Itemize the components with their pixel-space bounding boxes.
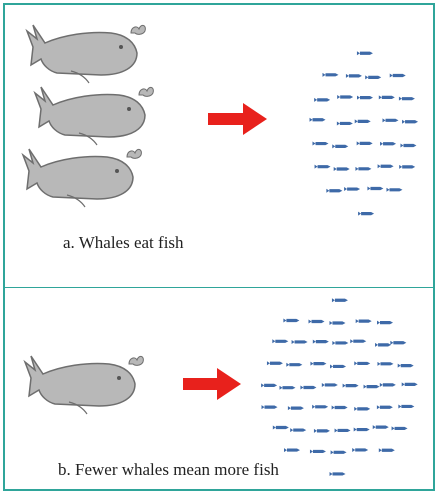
fish-icon (354, 361, 370, 365)
fish-icon (313, 142, 329, 146)
fish-icon (322, 383, 338, 387)
fish-icon (357, 141, 373, 145)
fish-icon (382, 118, 398, 122)
fish-icon (290, 428, 306, 432)
fish-icon (358, 212, 374, 216)
fish-school (261, 298, 418, 476)
fish-icon (313, 340, 329, 344)
fish-icon (377, 405, 393, 409)
fish-icon (267, 361, 283, 365)
fish-icon (355, 167, 371, 171)
fish-icon (329, 321, 345, 325)
fish-icon (379, 448, 395, 452)
fish-icon (331, 450, 347, 454)
fish-icon (310, 362, 326, 366)
fish-icon (261, 383, 277, 387)
fish-icon (399, 165, 415, 169)
fish-icon (354, 407, 370, 411)
fish-icon (334, 167, 350, 171)
fish-icon (314, 429, 330, 433)
fish-icon (332, 298, 348, 302)
caption-a: a. Whales eat fish (63, 233, 184, 253)
fish-icon (286, 363, 302, 367)
fish-icon (343, 384, 359, 388)
fish-icon (402, 382, 418, 386)
fish-icon (315, 165, 331, 169)
fish-icon (380, 383, 396, 387)
fish-icon (400, 144, 416, 148)
whale-icon (23, 149, 141, 207)
whale-icon (27, 25, 145, 83)
fish-icon (379, 95, 395, 99)
fish-icon (398, 404, 414, 408)
fish-icon (380, 142, 396, 146)
caption-b: b. Fewer whales mean more fish (58, 460, 279, 480)
fish-icon (283, 318, 299, 322)
fish-icon (332, 405, 348, 409)
fish-icon (377, 362, 393, 366)
fish-icon (330, 364, 346, 368)
fish-icon (322, 73, 338, 77)
whale-icon (35, 87, 153, 145)
fish-icon (378, 164, 394, 168)
fish-icon (326, 189, 342, 193)
fish-icon (357, 51, 373, 55)
fish-icon (332, 341, 348, 345)
fish-icon (357, 96, 373, 100)
fish-icon (262, 405, 278, 409)
fish-icon (284, 448, 300, 452)
fish-icon (367, 187, 383, 191)
arrow-icon (208, 103, 267, 135)
fish-icon (279, 386, 295, 390)
whale-icon (25, 356, 143, 414)
fish-icon (356, 319, 372, 323)
fish-icon (337, 95, 353, 99)
arrow-icon (183, 368, 241, 400)
fish-icon (272, 339, 288, 343)
fish-icon (314, 98, 330, 102)
fish-icon (392, 426, 408, 430)
fish-icon (373, 425, 389, 429)
fish-icon (346, 74, 362, 78)
fish-icon (390, 341, 406, 345)
fish-icon (355, 119, 371, 123)
fish-icon (288, 406, 304, 410)
fish-icon (354, 428, 370, 432)
fish-icon (350, 339, 366, 343)
fish-icon (365, 75, 381, 79)
fish-icon (310, 449, 326, 453)
fish-icon (273, 426, 289, 430)
fish-icon (309, 320, 325, 324)
fish-icon (330, 472, 346, 476)
fish-icon (377, 321, 393, 325)
fish-icon (398, 364, 414, 368)
fish-icon (352, 448, 368, 452)
fish-icon (335, 428, 351, 432)
fish-icon (337, 121, 353, 125)
figure-frame: a. Whales eat fish b. Fewer whales mean … (3, 3, 435, 491)
fish-icon (386, 188, 402, 192)
fish-icon (312, 405, 328, 409)
fish-icon (300, 386, 316, 390)
fish-icon (292, 340, 308, 344)
fish-icon (344, 187, 360, 191)
panel-fewer-whales: b. Fewer whales mean more fish (5, 288, 433, 491)
fish-icon (310, 118, 326, 122)
fish-icon (364, 385, 380, 389)
fish-icon (390, 74, 406, 78)
fish-icon (399, 97, 415, 101)
fish-icon (375, 343, 391, 347)
fish-school (310, 51, 419, 215)
panel-whales-eat-fish: a. Whales eat fish (5, 5, 433, 287)
fish-icon (402, 120, 418, 124)
fish-icon (332, 144, 348, 148)
